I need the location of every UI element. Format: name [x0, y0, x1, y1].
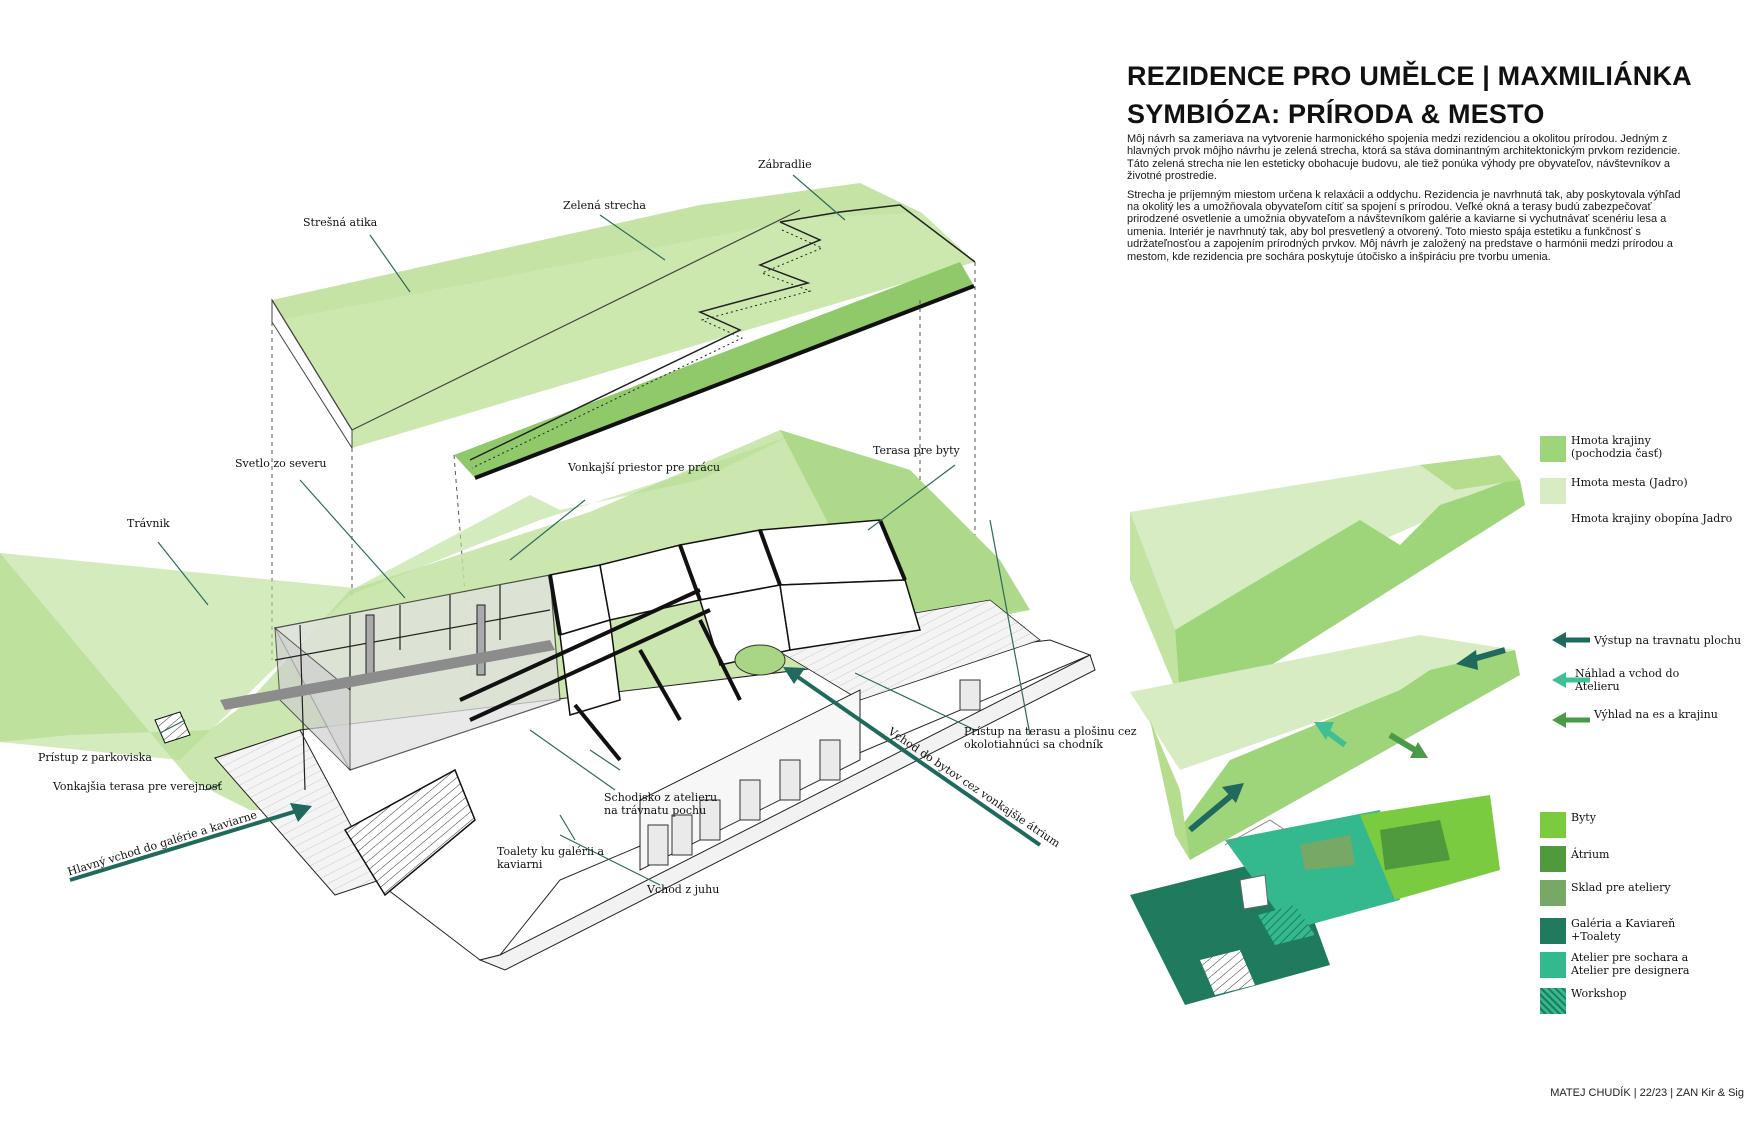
label-travnik: Trávnik [127, 517, 170, 530]
exterior-stair-landing [154, 711, 191, 744]
legend-arrow-glyphs [1552, 632, 1590, 728]
title-line-1: REZIDENCE PRO UMĚLCE | MAXMILIÁNKA [1127, 61, 1692, 91]
leader-lines [157, 174, 1031, 886]
label-pristup-na-terasu-line-2: okolotiahnúci sa chodník [964, 738, 1103, 751]
legend-label-hmota-krajiny: Hmota krajiny (pochodzia časť) [1571, 434, 1662, 460]
glazed-volume [220, 574, 561, 791]
legend-label-sklad: Sklad pre ateliery [1571, 881, 1671, 894]
mass-diagram-top [1130, 455, 1525, 710]
title-line-2: SYMBIÓZA: PRÍRODA & MESTO [1127, 99, 1545, 129]
legend-label-atelier-line-1: Atelier pre sochara a [1571, 951, 1689, 964]
legend-swatch-atelier [1540, 952, 1566, 978]
footer-credit: MATEJ CHUDÍK | 22/23 | ZAN Kir & Sig [1550, 1087, 1744, 1099]
legend-label-vystup: Výstup na travnatu plochu [1594, 634, 1742, 647]
green-roof [271, 183, 976, 480]
program-diagram-bottom [1130, 795, 1500, 1005]
label-zabradlie: Zábradlie [758, 158, 812, 171]
interior-thick-walls [459, 519, 907, 762]
label-pristup-z-parkoviska: Prístup z parkoviska [38, 751, 152, 764]
label-svetlo-zo-severu: Svetlo zo severu [235, 457, 327, 470]
label-toalety-line-2: kaviarni [497, 858, 543, 871]
legend-swatch-hmota-krajiny [1540, 436, 1566, 462]
legend-label-hmota-obopina: Hmota krajiny obopína Jadro [1571, 512, 1733, 525]
legend-label-nahlad: Náhlad a vchod do Atelieru [1575, 667, 1679, 693]
legend-label-workshop: Workshop [1571, 987, 1627, 1000]
legend-swatch-hmota-mesta [1540, 478, 1566, 504]
legend-label-galeria-line-2: +Toalety [1571, 930, 1621, 943]
atrium-circle [734, 644, 786, 676]
label-vonkajsi-priestor: Vonkajší priestor pre prácu [568, 461, 721, 474]
label-pristup-na-terasu-line-1: Prístup na terasu a plošinu cez [964, 725, 1137, 738]
exterior-staircase [343, 768, 476, 897]
legend-label-nahlad-line-2: Atelieru [1575, 680, 1620, 693]
legend-swatch-workshop [1540, 988, 1566, 1014]
legend-label-atelier-line-2: Atelier pre designera [1571, 964, 1690, 977]
label-toalety: Toalety ku galérii a kaviarni [497, 845, 604, 871]
legend-label-atrium: Átrium [1571, 848, 1610, 861]
label-pristup-na-terasu: Prístup na terasu a plošinu cez okolotia… [964, 725, 1137, 751]
legend-label-hmota-krajiny-line-1: Hmota krajiny [1571, 434, 1651, 447]
legend-label-byty: Byty [1571, 811, 1596, 824]
legend-label-nahlad-line-1: Náhlad a vchod do [1575, 667, 1680, 680]
legend-swatch-byty [1540, 812, 1566, 838]
label-schodisko: Schodisko z atelieru na trávnatu pochu [604, 791, 717, 817]
label-vonkajsia-terasa: Vonkajšia terasa pre verejnosť [53, 780, 222, 793]
description: Môj návrh sa zameriava na vytvorenie har… [1127, 133, 1687, 269]
label-stresna-atika: Strešná atika [303, 216, 378, 229]
label-zelena-strecha: Zelená strecha [563, 199, 646, 212]
legend-label-atelier: Atelier pre sochara a Atelier pre design… [1571, 951, 1689, 977]
legend-swatch-atrium [1540, 846, 1566, 872]
label-vchod-z-juhu: Vchod z juhu [647, 883, 720, 896]
description-paragraph-2: Strecha je príjemným miestom určena k re… [1127, 188, 1681, 263]
label-terasa-pre-byty: Terasa pre byty [873, 444, 960, 457]
legend-swatch-sklad [1540, 880, 1566, 906]
label-toalety-line-1: Toalety ku galérii a [497, 845, 605, 858]
legend-label-galeria: Galéria a Kaviareň +Toalety [1571, 917, 1675, 943]
label-schodisko-line-1: Schodisko z atelieru [604, 791, 718, 804]
entry-arrows [69, 667, 1042, 882]
mass-diagram-middle [1130, 635, 1520, 860]
concept-arrows [1188, 647, 1506, 833]
legend-label-hmota-krajiny-line-2: (pochodzia časť) [1571, 447, 1663, 460]
legend-label-hmota-mesta: Hmota mesta (Jadro) [1571, 476, 1688, 489]
legend-label-galeria-line-1: Galéria a Kaviareň [1571, 917, 1676, 930]
legend-swatch-galeria [1540, 918, 1566, 944]
description-paragraph-1: Môj návrh sa zameriava na vytvorenie har… [1127, 133, 1681, 183]
label-schodisko-line-2: na trávnatu pochu [604, 804, 707, 817]
legend-label-vyhlad: Výhlad na es a krajinu [1594, 708, 1718, 721]
